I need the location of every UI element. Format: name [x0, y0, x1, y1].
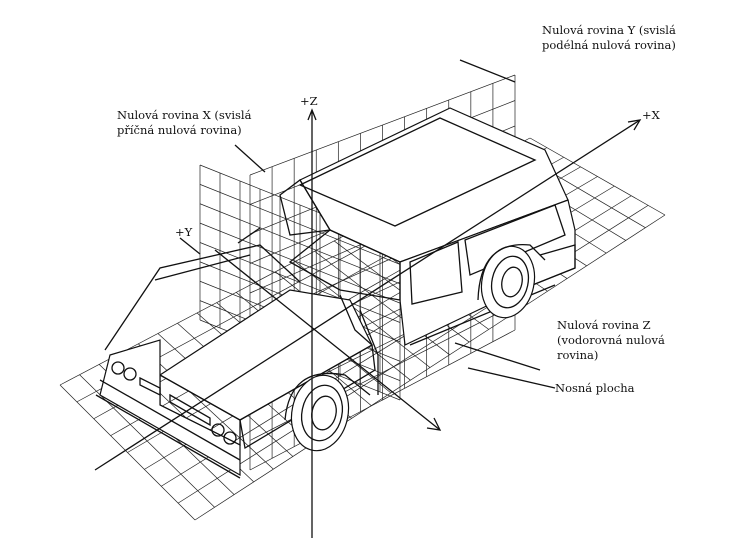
label-plane-y: Nulová rovina Y (svislá podélná nulová r… [542, 23, 676, 53]
grid-line [199, 184, 401, 265]
axis-label-y: +Y [175, 225, 192, 240]
label-plane-x-line-1: Nulová rovina X (svislá [117, 108, 252, 122]
axis-label-x: +X [642, 108, 660, 123]
axis-label-z: +Z [300, 94, 318, 109]
label-plane-y-line-2: podélná nulová rovina) [542, 38, 676, 52]
car-outline [95, 107, 576, 479]
axis-label-z-text: +Z [300, 94, 318, 108]
label-support-text: Nosná plocha [555, 381, 635, 395]
label-plane-x: Nulová rovina X (svislá příčná nulová ro… [117, 108, 251, 138]
grid-line [199, 242, 401, 323]
axis-lines [94, 108, 642, 538]
grid-line [249, 329, 516, 471]
label-plane-y-line-1: Nulová rovina Y (svislá [542, 23, 676, 37]
label-plane-z-line-2: (vodorovná nulová [557, 333, 665, 347]
label-plane-x-line-2: příčná nulová rovina) [117, 123, 242, 137]
label-plane-z-line-3: rovina) [557, 348, 599, 362]
leader-lines [234, 59, 556, 389]
grid-line [199, 203, 401, 285]
axis-label-y-text: +Y [175, 225, 193, 239]
grid-line [249, 74, 516, 176]
label-plane-z-line-1: Nulová rovina Z [557, 318, 651, 332]
axis-label-x-text: +X [642, 108, 660, 122]
grid-line [199, 222, 401, 304]
label-support-surface: Nosná plocha [555, 381, 634, 396]
grid-line [194, 214, 666, 521]
label-plane-z: Nulová rovina Z (vodorovná nulová rovina… [557, 318, 665, 363]
